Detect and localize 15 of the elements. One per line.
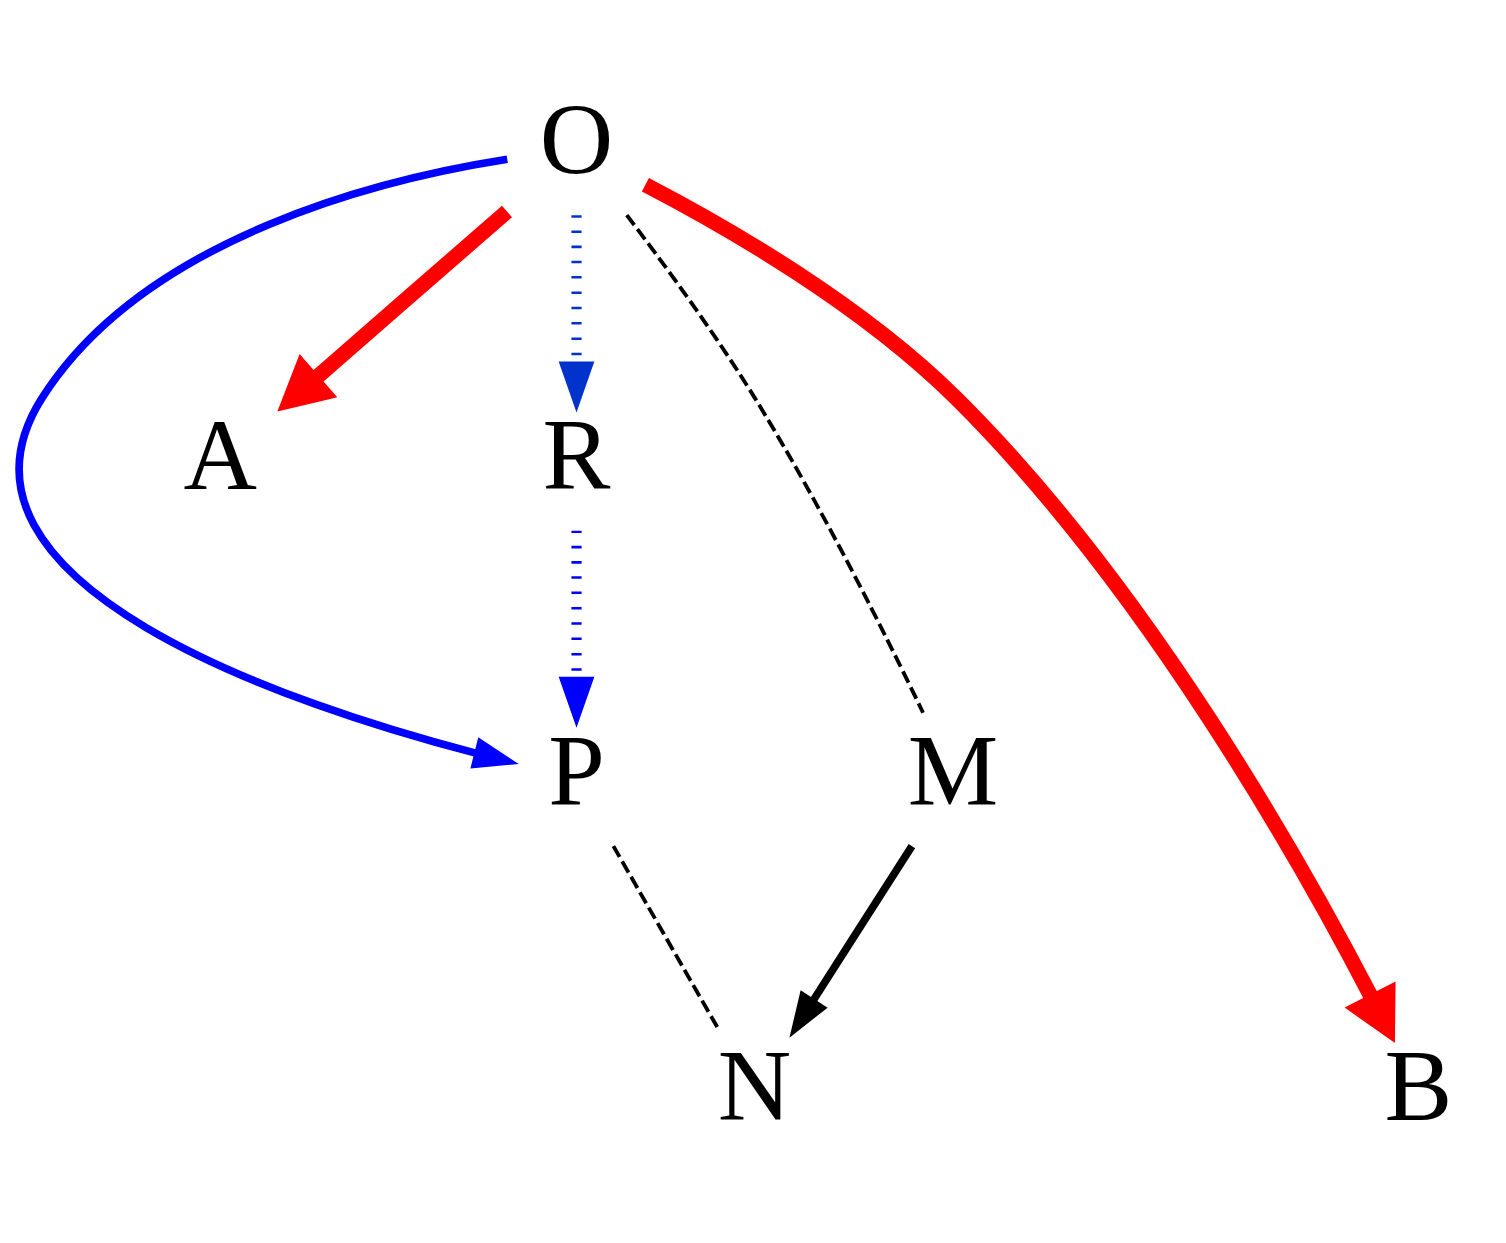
arrow bbox=[641, 177, 1396, 1044]
arrow bbox=[16, 155, 519, 769]
node-text: M bbox=[907, 713, 999, 827]
arrow bbox=[789, 844, 916, 1038]
node-text: N bbox=[717, 1029, 792, 1143]
node-text: R bbox=[542, 398, 611, 512]
arrow bbox=[558, 530, 595, 728]
arrow bbox=[558, 215, 595, 413]
arrow bbox=[277, 205, 512, 412]
connector bbox=[625, 213, 925, 714]
node-text: A bbox=[183, 398, 258, 512]
node-text: B bbox=[1384, 1029, 1453, 1143]
node-text: P bbox=[548, 713, 605, 827]
connector bbox=[611, 845, 720, 1029]
node-text: O bbox=[539, 82, 614, 196]
